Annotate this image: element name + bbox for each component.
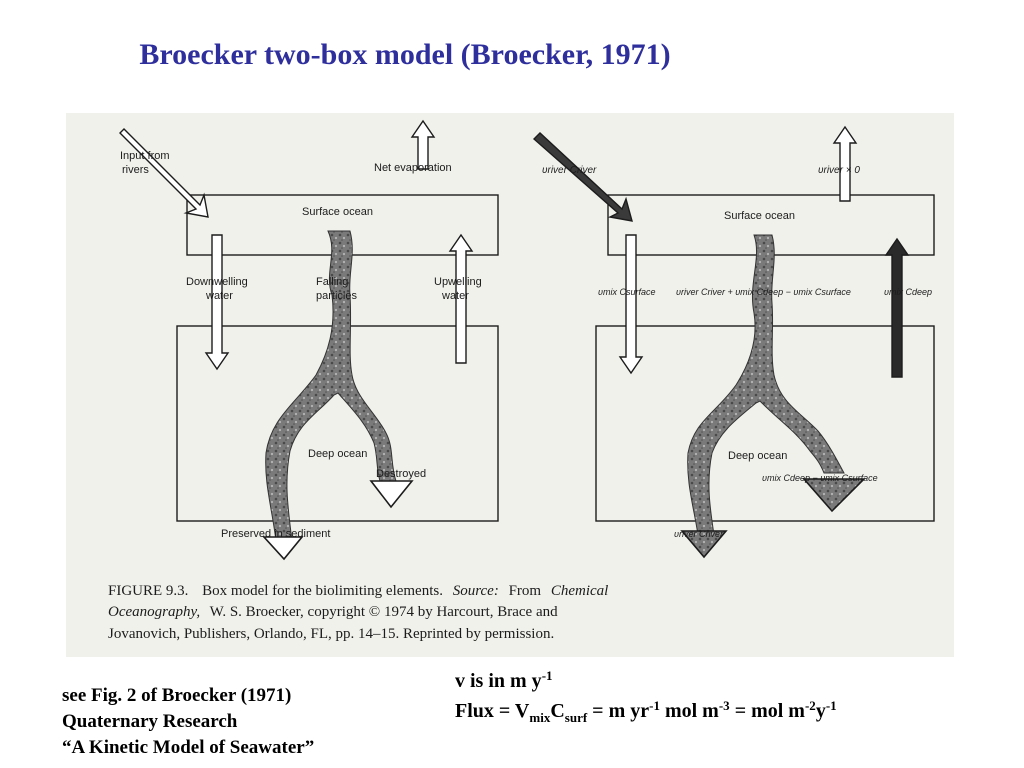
- right-evaporation-arrow: [832, 125, 858, 202]
- broecker-figure: Input from rivers Net evaporation Surfac…: [66, 113, 954, 657]
- right-up-flux-arrow: [884, 237, 910, 378]
- caption-line2-text: W. S. Broecker, copyright © 1974 by Harc…: [210, 604, 559, 620]
- right-deep-ocean-label: Deep ocean: [728, 450, 787, 462]
- right-falling-particles-stream: [687, 234, 845, 536]
- flux-mix-subscript: mix: [529, 710, 551, 725]
- left-downwelling-label-2: water: [205, 290, 233, 302]
- right-surface-ocean-label: Surface ocean: [724, 210, 795, 222]
- flux-lhs: Flux = V: [455, 700, 530, 722]
- flux-exp-3: -2: [804, 698, 816, 713]
- reference-block: see Fig. 2 of Broecker (1971) Quaternary…: [62, 683, 314, 761]
- right-river-input-label: υriver Criver: [542, 165, 597, 176]
- left-input-label-2: rivers: [122, 164, 149, 176]
- caption-title-part2: Oceanography,: [108, 604, 200, 620]
- left-deep-ocean-label: Deep ocean: [308, 448, 367, 460]
- flux-y: y: [815, 700, 826, 722]
- left-falling-label-2: particles: [316, 290, 357, 302]
- caption-title-part1: Chemical: [551, 583, 609, 599]
- left-upwelling-arrow: [448, 233, 474, 364]
- left-panel: [119, 119, 499, 561]
- left-upwelling-label-2: water: [441, 290, 469, 302]
- flux-c: C: [550, 700, 565, 722]
- caption-line1-text: Box model for the biolimiting elements.: [202, 583, 443, 599]
- left-evaporation-label: Net evaporation: [374, 162, 452, 174]
- caption-line-2: Oceanography, W. S. Broecker, copyright …: [108, 604, 558, 620]
- left-input-label-1: Input from: [120, 150, 170, 162]
- left-destroyed-label: Destroyed: [376, 468, 426, 480]
- units-block: v is in m y-1 Flux = VmixCsurf = m yr-1 …: [455, 666, 837, 726]
- left-destroyed-arrow: [369, 480, 414, 509]
- right-down-flux-label: υmix Csurface: [598, 287, 655, 297]
- left-downwelling-label-1: Downwelling: [186, 276, 248, 288]
- reference-line-2: Quaternary Research: [62, 711, 238, 732]
- flux-eq1: = m yr: [587, 700, 650, 722]
- flux-surf-subscript: surf: [564, 710, 588, 725]
- right-down-flux-arrow: [618, 234, 644, 375]
- reference-line-3: “A Kinetic Model of Seawater”: [62, 737, 315, 758]
- flux-equation: Flux = VmixCsurf = m yr-1 mol m-3 = mol …: [455, 696, 837, 726]
- right-panel: [532, 125, 935, 559]
- flux-exp-4: -1: [825, 698, 837, 713]
- left-downwelling-arrow: [204, 234, 230, 371]
- caption-from: From: [509, 583, 542, 599]
- right-destroyed-flux-label: υmix Cdeep − υmix Csurface: [762, 473, 878, 483]
- caption-line-1: FIGURE 9.3. Box model for the biolimitin…: [108, 583, 608, 599]
- left-preserved-label: Preserved in sediment: [221, 528, 330, 540]
- left-river-input-arrow: [119, 128, 209, 218]
- left-preserved-arrow: [262, 536, 304, 561]
- flux-exp-1: -1: [649, 698, 660, 713]
- slide-title: Broecker two-box model (Broecker, 1971): [139, 38, 671, 71]
- units-v-text: v is in m y: [455, 670, 542, 692]
- flux-mol: mol m: [659, 700, 719, 722]
- box-model-diagram: Input from rivers Net evaporation Surfac…: [108, 119, 935, 642]
- left-evaporation-arrow: [410, 119, 436, 170]
- units-v-exponent: -1: [541, 668, 553, 683]
- right-up-flux-label: υmix Cdeep: [884, 287, 932, 297]
- caption-figure-label: FIGURE 9.3.: [108, 583, 188, 599]
- reference-line-1: see Fig. 2 of Broecker (1971): [62, 685, 292, 706]
- caption-source-label: Source:: [453, 583, 499, 599]
- right-sediment-flux-label: υriver Criver: [674, 529, 724, 539]
- right-destroyed-arrow: [802, 478, 866, 513]
- right-evaporation-label: υriver × 0: [818, 165, 860, 176]
- left-surface-ocean-label: Surface ocean: [302, 206, 373, 218]
- left-falling-label-1: Falling: [316, 276, 348, 288]
- right-particle-flux-label: υriver Criver + υmix Cdeep − υmix Csurfa…: [676, 287, 851, 297]
- right-river-input-arrow: [532, 132, 633, 222]
- flux-exp-2: -3: [718, 698, 730, 713]
- left-falling-particles-stream: [265, 230, 397, 542]
- units-line-1: v is in m y-1: [455, 666, 837, 696]
- flux-eq2: = mol m: [729, 700, 805, 722]
- caption-line-3: Jovanovich, Publishers, Orlando, FL, pp.…: [108, 626, 554, 642]
- left-upwelling-label-1: Upwelling: [434, 276, 482, 288]
- right-sediment-arrow: [680, 530, 728, 559]
